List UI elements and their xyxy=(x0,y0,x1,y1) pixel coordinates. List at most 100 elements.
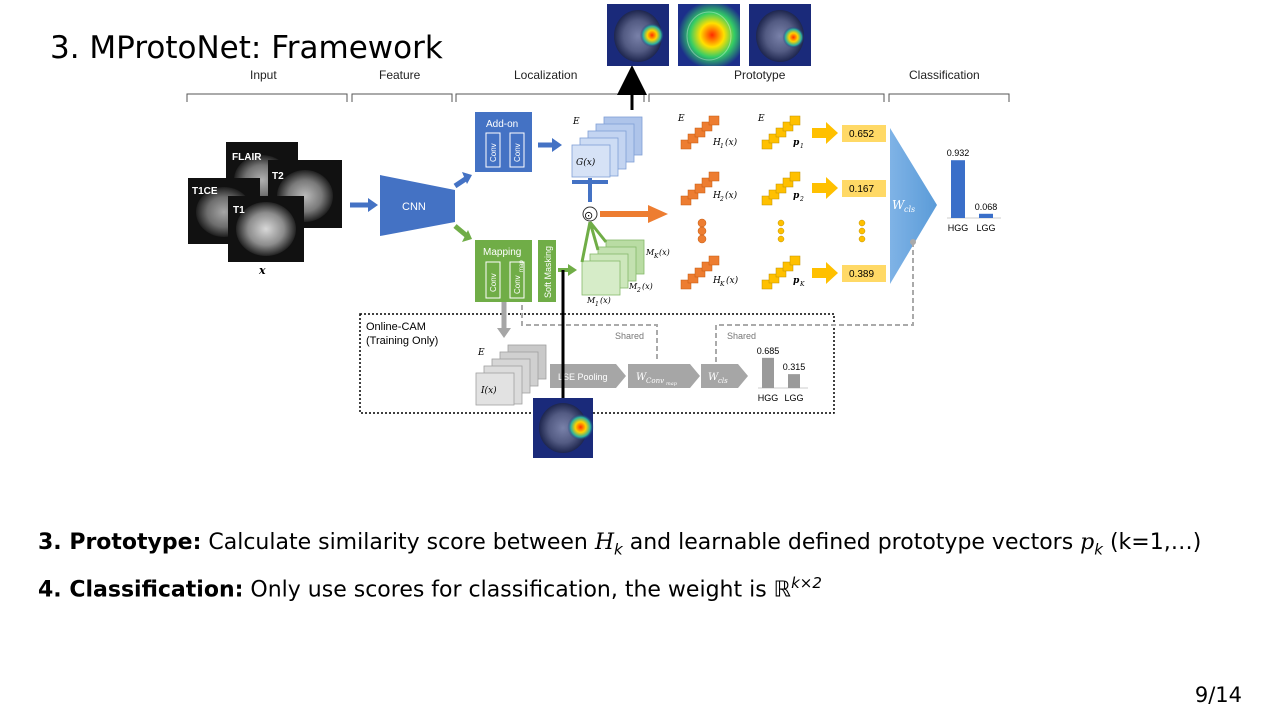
gx-feature-stack xyxy=(571,116,643,178)
online-cam-subtitle: (Training Only) xyxy=(366,335,438,347)
wconvmap-block xyxy=(628,364,700,388)
svg-text:K: K xyxy=(653,253,659,260)
wconvmap-sub: Conv xyxy=(646,377,664,385)
bullet-prototype-text-c: (k=1,…) xyxy=(1102,530,1202,555)
bar-hgg xyxy=(762,357,774,388)
mk-label: M xyxy=(645,248,655,257)
addon-conv-2: Conv xyxy=(513,143,522,162)
ix-e-label: E xyxy=(477,348,485,358)
shared-line-1 xyxy=(521,305,658,362)
bar-lgg xyxy=(788,374,800,388)
odot-operator xyxy=(582,206,598,222)
svg-text:1: 1 xyxy=(595,301,599,308)
bar-category-label: LGG xyxy=(976,223,995,233)
svg-text:(x): (x) xyxy=(659,248,670,257)
online-cam-box xyxy=(359,313,835,414)
h-feature-columns xyxy=(680,115,866,290)
stage-braces xyxy=(186,93,1010,102)
svg-text:(x): (x) xyxy=(726,275,739,286)
score-box-2 xyxy=(842,180,886,197)
heatmap-top-1 xyxy=(607,4,669,66)
mapping-label: Mapping xyxy=(483,247,521,258)
shared-label-2: Shared xyxy=(727,331,756,341)
svg-text:K: K xyxy=(799,281,805,288)
m1-label: M xyxy=(586,296,596,305)
wcls-sub: cls xyxy=(904,205,915,214)
wcls-cam-block xyxy=(701,364,748,388)
bar-value-label: 0.068 xyxy=(975,202,998,212)
bullet-prototype-math-b-sub: k xyxy=(1094,540,1103,559)
p-e-label: E xyxy=(757,114,765,124)
mapping-convmap: Conv xyxy=(513,275,522,294)
online-cam-title: Online-CAM xyxy=(366,321,426,333)
ix-feature-stack xyxy=(475,344,547,406)
mapping-block xyxy=(475,240,556,302)
lse-pooling-label: LSE Pooling xyxy=(558,372,608,382)
heatmap-top-3 xyxy=(749,4,811,66)
ix-label: I(x) xyxy=(480,385,497,396)
h2-label: H xyxy=(712,191,721,201)
gx-label: G(x) xyxy=(576,157,596,168)
input-mri-stack xyxy=(188,142,342,262)
h-e-label: E xyxy=(677,114,685,124)
bullet-prototype-math-b: p xyxy=(1080,530,1095,555)
stage-label-input: Input xyxy=(250,68,277,82)
bullet-prototype: 3. Prototype: Calculate similarity score… xyxy=(38,530,1201,558)
bullet-prototype-math-a-sub: k xyxy=(614,540,623,559)
stage-label-prototype: Prototype xyxy=(734,68,786,82)
h1-label: H xyxy=(712,138,721,148)
score-box-k xyxy=(842,265,886,282)
svg-text:1: 1 xyxy=(720,143,724,150)
heatmap-top-2 xyxy=(678,4,740,66)
addon-label: Add-on xyxy=(486,119,518,130)
bar-lgg xyxy=(979,213,993,218)
bar-category-label: HGG xyxy=(758,393,779,403)
p1-label: p xyxy=(793,138,800,148)
shared-line-2 xyxy=(715,242,914,362)
bar-value-label: 0.685 xyxy=(757,346,780,356)
svg-text:(x): (x) xyxy=(725,190,738,201)
bullet-classification-text-a: Only use scores for classification, the … xyxy=(243,577,774,603)
odot-symbol: ⊙ xyxy=(584,209,593,222)
stage-label-localization: Localization xyxy=(514,68,578,82)
bullet-prototype-math-a: H xyxy=(594,530,615,555)
mapping-conv: Conv xyxy=(489,273,498,292)
bullet-prototype-text-b: and learnable defined prototype vectors xyxy=(622,530,1081,555)
cnn-block xyxy=(380,175,455,236)
bullet-classification-math-a-sup: k×2 xyxy=(791,574,822,592)
modality-t2: T2 xyxy=(272,171,284,182)
input-symbol-x: x xyxy=(258,264,266,277)
gx-e-label: E xyxy=(572,117,580,127)
svg-text:(x): (x) xyxy=(725,137,738,148)
wconvmap-subsub: map xyxy=(666,381,678,387)
svg-text:2: 2 xyxy=(799,196,804,203)
svg-text:K: K xyxy=(719,281,725,288)
svg-text:1: 1 xyxy=(800,143,804,150)
modality-flair: FLAIR xyxy=(232,152,262,163)
bullet-prototype-text-a: Calculate similarity score between xyxy=(201,530,595,555)
slide-title: 3. MProtoNet: Framework xyxy=(50,30,443,66)
online-cam-pipeline xyxy=(550,364,748,388)
score-k: 0.389 xyxy=(849,269,874,280)
wconvmap-label: W xyxy=(636,372,647,383)
bullet-classification-head: 4. Classification: xyxy=(38,577,244,603)
pk-label: p xyxy=(793,276,800,286)
stage-label-feature: Feature xyxy=(379,68,421,82)
bullet-prototype-head: 3. Prototype: xyxy=(38,530,202,555)
bar-value-label: 0.932 xyxy=(947,148,970,158)
mapping-convmap-sub: map xyxy=(519,260,525,272)
wcls-block xyxy=(890,128,937,284)
page-number: 9/14 xyxy=(1194,683,1242,707)
p2-label: p xyxy=(793,191,800,201)
svg-text:(x): (x) xyxy=(600,296,611,305)
stage-label-classification: Classification xyxy=(909,68,980,82)
soft-masking-label: Soft Masking xyxy=(543,246,553,298)
m2-label: M xyxy=(628,282,638,291)
svg-text:(x): (x) xyxy=(642,282,653,291)
bar-category-label: HGG xyxy=(948,223,969,233)
addon-conv-1: Conv xyxy=(489,143,498,162)
wcls-cam-label: W xyxy=(708,372,719,383)
